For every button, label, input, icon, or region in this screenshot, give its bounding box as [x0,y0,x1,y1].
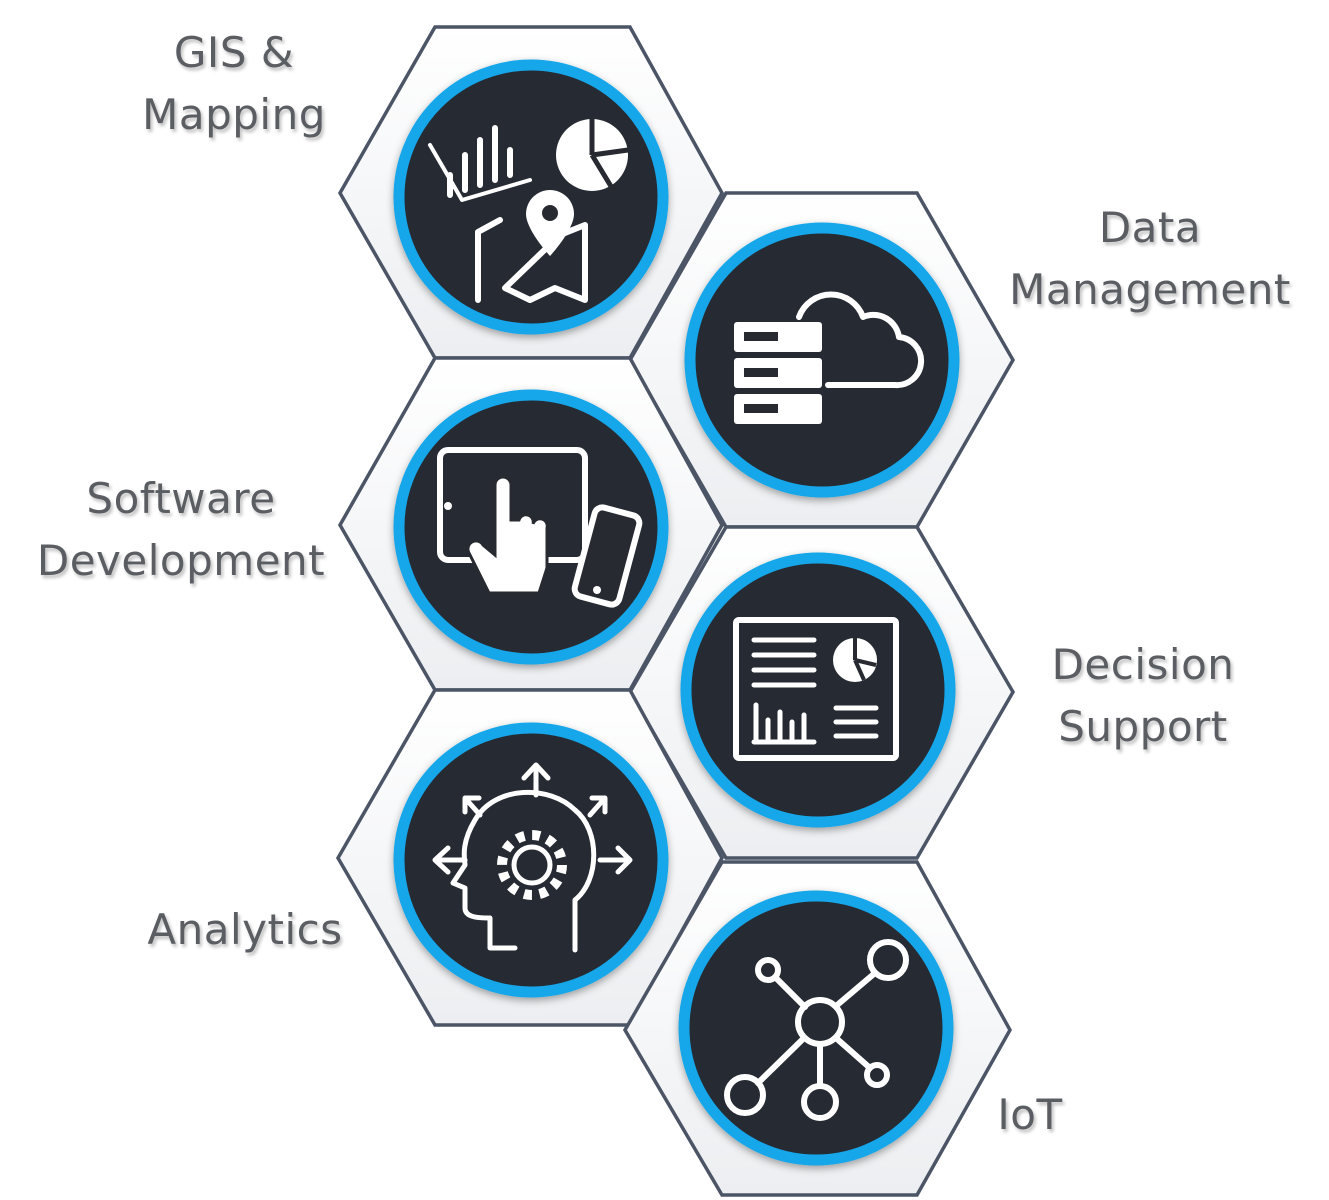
label-line: Mapping [142,90,326,139]
circle-analytics [393,722,669,998]
label-line: IoT [997,1090,1063,1139]
label-line: Management [1009,265,1291,314]
dashboard-icon [733,617,899,761]
label-line: Support [1058,702,1228,751]
head-gear-icon [432,762,633,953]
label-line: Analytics [147,905,343,954]
circle-decision [680,552,956,828]
label-data: Data Management [1000,197,1300,321]
label-software: Software Development [31,468,331,592]
tablet-phone-touch-icon [437,447,643,608]
label-line: GIS & [173,28,295,77]
circle-gis [393,59,669,335]
label-analytics: Analytics [125,899,365,961]
label-line: Decision [1051,640,1235,689]
circle-iot [678,890,954,1166]
map-chart-icon [428,119,629,303]
label-iot: IoT [970,1084,1090,1146]
network-hub-icon [724,939,909,1121]
circle-data [684,222,960,498]
label-gis: GIS & Mapping [134,22,334,146]
label-line: Data [1098,203,1202,252]
server-cloud-icon [734,291,925,424]
label-decision: Decision Support [1003,634,1283,758]
label-line: Development [36,536,326,585]
label-line: Software [86,474,276,523]
